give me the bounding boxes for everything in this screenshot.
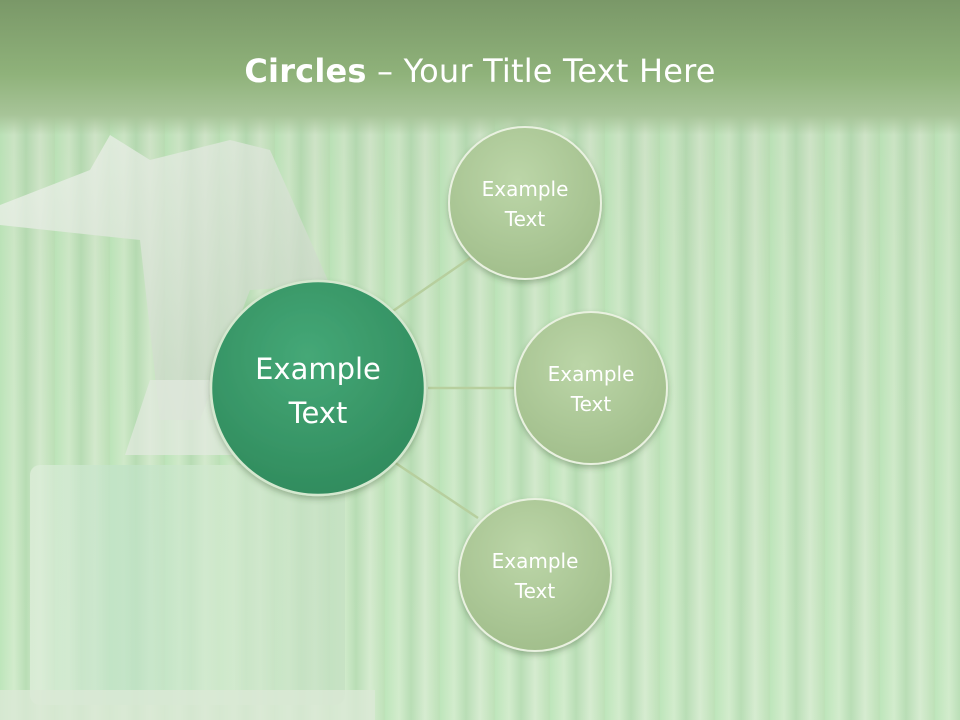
circle-label-line1: Example <box>492 549 579 573</box>
center-label-line2: Text <box>288 396 348 430</box>
connector-line <box>389 256 471 315</box>
circle-label-line2: Text <box>570 392 612 416</box>
connector-line <box>393 460 479 520</box>
slide-title[interactable]: Circles – Your Title Text Here <box>0 52 960 90</box>
satellite-circle[interactable]: Example Text <box>458 498 612 652</box>
satellite-circle[interactable]: Example Text <box>514 311 668 465</box>
title-bold: Circles <box>244 52 367 90</box>
trophy-base <box>30 465 345 705</box>
circle-label-line1: Example <box>548 362 635 386</box>
circle-label-line2: Text <box>514 579 556 603</box>
trophy-plinth <box>0 690 375 720</box>
star-shape <box>0 135 330 420</box>
circle-label-line1: Example <box>482 177 569 201</box>
title-bar <box>0 0 960 135</box>
center-label-line1: Example <box>255 352 381 386</box>
satellite-circle[interactable]: Example Text <box>448 126 602 280</box>
title-rest: – Your Title Text Here <box>366 52 716 90</box>
circle-label-line2: Text <box>504 207 546 231</box>
center-circle[interactable]: Example Text <box>209 279 427 497</box>
